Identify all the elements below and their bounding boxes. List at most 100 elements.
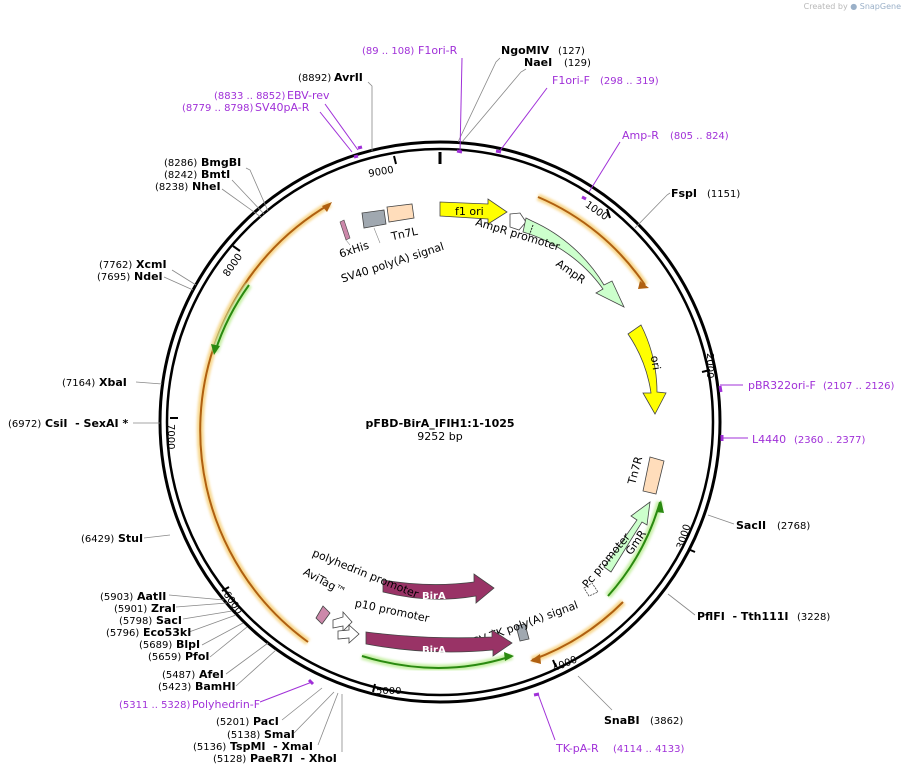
site-label-nhei[interactable]: NheI	[192, 180, 221, 193]
site-pos-fspi: (1151)	[707, 189, 740, 200]
sixhis-box[interactable]	[339, 219, 351, 241]
polyhedrin-promoter-arrow[interactable]	[332, 610, 353, 632]
orf-arc-ampr-arrowhead	[638, 281, 649, 289]
ruler-label-7000: 7000	[165, 424, 176, 449]
primer-tick-f1ori-r	[456, 149, 463, 154]
leader-fspi	[634, 192, 671, 229]
primer-pos-ebv-rev: (8833 .. 8852)	[214, 91, 286, 102]
gene-arc-bira[interactable]	[361, 655, 513, 669]
leader-bmti	[231, 179, 265, 215]
site-label-fspi[interactable]: FspI	[671, 187, 697, 200]
site-label-naei[interactable]: NaeI	[524, 56, 552, 69]
polyhedrin-promoter-label: polyhedrin promoter	[311, 546, 421, 601]
primer-ticks	[307, 145, 724, 697]
site-label-zrai[interactable]: ZraI	[151, 602, 176, 615]
primer-label-f1ori-f[interactable]: F1ori-F	[552, 74, 590, 87]
site-label-ngomiv[interactable]: NgoMIV	[501, 44, 550, 57]
orf-arc-ampr[interactable]	[537, 196, 646, 286]
primer-label-l4440[interactable]: L4440	[752, 433, 786, 446]
leader-nhei	[221, 188, 262, 218]
primer-label-f1ori-r[interactable]: F1ori-R	[418, 44, 458, 57]
ori-arrow[interactable]	[627, 324, 667, 415]
ampr-arrow[interactable]	[522, 217, 625, 308]
ampr-start-marker	[528, 224, 534, 237]
site-label-saci[interactable]: SacI	[156, 614, 182, 627]
site-pos-blpi: (5689)	[139, 640, 172, 651]
site-label-stui[interactable]: StuI	[118, 532, 143, 545]
tn7l-box[interactable]	[386, 203, 415, 223]
site-pos-xcmi: (7762)	[99, 260, 132, 271]
ruler-tick-8000	[232, 245, 241, 252]
site-label-blpi[interactable]: BlpI	[176, 638, 200, 651]
primer-tick-f1ori-f	[495, 149, 502, 154]
ruler-label-9000: 9000	[368, 165, 395, 180]
leader-zrai	[175, 602, 228, 608]
site-label-sacii[interactable]: SacII	[736, 519, 766, 532]
bira-top-arrow[interactable]	[382, 573, 495, 604]
site-pos-naei: (129)	[564, 58, 591, 69]
primer-label-pbr322ori-f[interactable]: pBR322ori-F	[748, 379, 816, 392]
site-label-eco53ki[interactable]: Eco53kI	[143, 626, 191, 639]
site-label-paci[interactable]: PacI	[253, 715, 279, 728]
ruler-tick-5000	[372, 683, 376, 693]
primer-label-ebv-rev[interactable]: EBV-rev	[287, 89, 330, 102]
gmr-arrow[interactable]	[603, 501, 651, 573]
leader-avrii	[367, 81, 373, 151]
primer-label-tk-pa-r[interactable]: TK-pA-R	[555, 742, 599, 755]
ruler-label-8000: 8000	[221, 252, 245, 279]
snapgene-watermark: Created by ● SnapGene	[804, 2, 901, 11]
tn7l-label: Tn7L	[389, 225, 420, 244]
orf-arc-left-arrowhead	[322, 202, 332, 212]
site-pos-bamhi: (5423)	[158, 682, 191, 693]
site-pos-paci: (5201)	[216, 717, 249, 728]
orf-arc-gmr[interactable]	[531, 601, 624, 661]
orf-arc-left[interactable]	[199, 203, 331, 643]
gene-arc-bira-arrowhead	[504, 652, 514, 661]
avitag-box[interactable]	[315, 605, 331, 625]
p10-promoter-label: p10 promoter	[354, 597, 431, 626]
primer-label-polyhedrin-f[interactable]: Polyhedrin-F	[192, 698, 260, 711]
primer-pos-f1ori-r: (89 .. 108)	[362, 46, 414, 57]
primer-pos-pbr322ori-f: (2107 .. 2126)	[823, 381, 895, 392]
backbone-outer-circle	[158, 140, 722, 704]
site-label-bamhi[interactable]: BamHI	[195, 680, 236, 693]
primer-tick-tk-pa-r	[533, 692, 540, 697]
ruler-label-5000: 5000	[376, 686, 401, 697]
f1-ori-arrow[interactable]	[439, 198, 508, 225]
site-pos-saci: (5798)	[119, 616, 152, 627]
plasmid-backbone	[158, 140, 722, 704]
primer-tick-pbr322ori-f	[718, 385, 723, 393]
site-label-xcmi[interactable]: XcmI	[136, 258, 167, 271]
tn7r-box[interactable]	[642, 456, 665, 495]
primer-label-sv40pa-r[interactable]: SV40pA-R	[255, 101, 310, 114]
primer-leader-f1ori-r	[459, 57, 463, 154]
ampr-promoter-arrow[interactable]	[509, 212, 527, 231]
bira-bottom-arrow[interactable]	[365, 629, 513, 657]
site-label-ndei[interactable]: NdeI	[134, 270, 163, 283]
plasmid-name: pFBD-BirA_IFIH1:1-1025	[365, 417, 514, 430]
site-label-xbai[interactable]: XbaI	[99, 376, 127, 389]
site-label-paer7i-xhoi[interactable]: PaeR7I - XhoI	[250, 752, 337, 765]
site-label-tspmi-xmai[interactable]: TspMI - XmaI	[230, 740, 313, 753]
ruler-tick-2000	[701, 369, 711, 373]
site-pos-sacii: (2768)	[777, 521, 810, 532]
primer-pos-f1ori-f: (298 .. 319)	[600, 76, 659, 87]
site-label-snabi[interactable]: SnaBI	[604, 714, 640, 727]
backbone-inner-circle	[165, 147, 715, 697]
site-label-csii-sexai[interactable]: CsiI - SexAI *	[45, 417, 128, 430]
site-label-afei[interactable]: AfeI	[199, 668, 224, 681]
site-label-pflfi-tth111i[interactable]: PflFI - Tth111I	[697, 610, 789, 623]
site-label-pfoi[interactable]: PfoI	[185, 650, 210, 663]
site-label-bmgbi[interactable]: BmgBI	[201, 156, 241, 169]
primer-label-amp-r[interactable]: Amp-R	[622, 129, 659, 142]
primer-pos-polyhedrin-f: (5311 .. 5328)	[119, 700, 191, 711]
site-label-smai[interactable]: SmaI	[264, 728, 295, 741]
hsv-tk-polya-box[interactable]	[515, 623, 530, 642]
p10-promoter-arrow[interactable]	[337, 624, 360, 644]
site-label-aatii[interactable]: AatII	[137, 590, 166, 603]
pc-promoter-arrow[interactable]	[583, 582, 599, 597]
sv40-polya-box[interactable]	[361, 209, 387, 229]
site-label-bmti[interactable]: BmtI	[201, 168, 230, 181]
site-label-avrii[interactable]: AvrII	[334, 71, 363, 84]
